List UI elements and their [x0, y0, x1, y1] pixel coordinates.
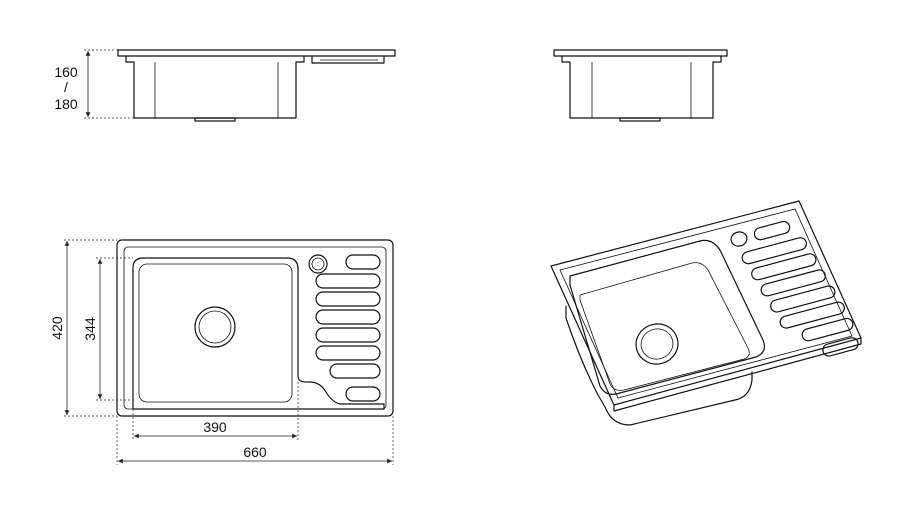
- right-drain: [619, 117, 661, 122]
- iso-bowl-body: [565, 305, 753, 426]
- top-rib-5: [315, 327, 381, 343]
- front-side-view: 160 / 180: [54, 49, 396, 122]
- right-side-view: [553, 49, 728, 122]
- front-rim: [117, 49, 396, 57]
- iso-ribs: [741, 220, 859, 357]
- right-rim: [553, 49, 728, 57]
- height-total-label: 420: [49, 316, 65, 340]
- iso-drain: [635, 323, 679, 365]
- depth-label-top: 160: [54, 64, 78, 80]
- right-bowl: [561, 55, 722, 119]
- top-rib-7: [329, 363, 381, 379]
- front-overflow: [311, 55, 385, 64]
- iso-bowl-outline: [569, 239, 766, 395]
- top-rib-3: [315, 291, 381, 307]
- top-rib-2: [315, 273, 381, 289]
- top-outer-rim: [116, 239, 394, 417]
- iso-faucet-hole: [730, 231, 748, 247]
- top-view: 420 344 390 660: [49, 239, 394, 465]
- top-faucet-hole: [308, 254, 328, 274]
- top-bowl-outline: [132, 257, 385, 410]
- front-bowl: [125, 55, 305, 119]
- bowl-width-label: 390: [203, 419, 227, 435]
- top-rib-6: [315, 345, 381, 361]
- depth-label-sep: /: [64, 79, 68, 95]
- top-rib-4: [315, 309, 381, 325]
- top-rib-1: [345, 254, 381, 270]
- width-total-label: 660: [243, 444, 267, 460]
- bowl-height-label: 344: [82, 317, 98, 341]
- top-drain-outer: [194, 306, 236, 348]
- depth-label-bottom: 180: [54, 96, 78, 112]
- top-rib-8: [345, 386, 381, 402]
- isometric-view: [550, 200, 862, 426]
- front-drain: [194, 117, 236, 122]
